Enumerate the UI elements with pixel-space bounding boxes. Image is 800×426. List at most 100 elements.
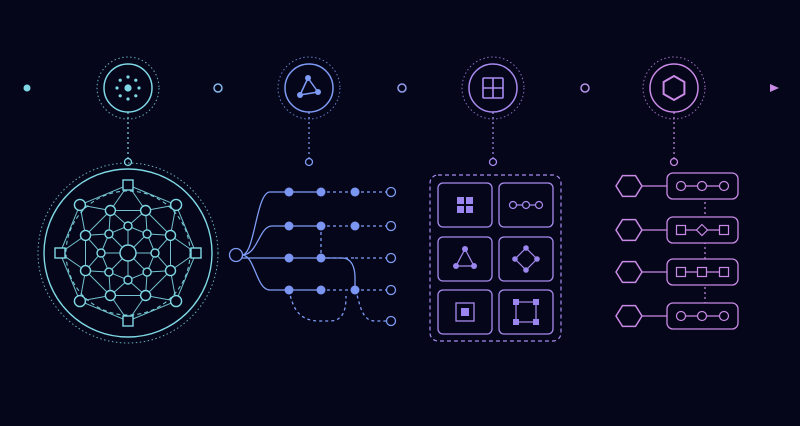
tree-leaf-node <box>385 186 397 198</box>
mesh-node <box>79 264 92 277</box>
hexagon-icon <box>615 218 643 242</box>
mesh-square-node <box>54 247 66 259</box>
circle-chain-icon <box>675 310 730 322</box>
triangle-graph-icon <box>453 246 477 269</box>
module-cell-frame <box>498 289 554 335</box>
mesh-node <box>139 289 152 302</box>
module-grid <box>429 174 562 342</box>
mesh-link <box>85 210 111 236</box>
stage-2-node <box>277 56 341 120</box>
mesh-node <box>73 294 87 308</box>
tree-leaf-node <box>385 315 397 327</box>
module-cell <box>437 182 493 228</box>
diamond-graph-icon <box>512 245 540 273</box>
mesh-link <box>79 300 129 322</box>
mesh-link <box>127 184 177 206</box>
tree-link <box>354 289 386 322</box>
mesh-node <box>139 204 152 217</box>
pipeline-row <box>615 258 739 286</box>
mesh-node <box>104 204 117 217</box>
mesh-network <box>37 162 219 344</box>
mesh-node <box>104 267 114 277</box>
module-cell-frame <box>437 236 493 282</box>
mesh-square-node <box>122 179 134 191</box>
tree-branch <box>241 191 289 256</box>
mesh-square-node <box>190 247 202 259</box>
tree-node <box>284 187 294 197</box>
tree-node <box>316 187 326 197</box>
timeline-waypoint <box>397 83 407 93</box>
hexagon-icon <box>615 174 643 198</box>
mesh-link <box>59 204 81 254</box>
square-diamond-chain-icon <box>675 223 730 237</box>
mesh-node <box>79 229 92 242</box>
mesh-link <box>145 270 171 296</box>
timeline-waypoint <box>213 83 223 93</box>
mesh-square-node <box>122 315 134 327</box>
tree-row <box>284 220 397 232</box>
tree-node <box>284 253 294 263</box>
module-cell <box>437 289 493 335</box>
hexagon-icon <box>615 260 643 284</box>
mesh-node <box>123 275 133 285</box>
tree-branch <box>241 254 289 291</box>
tree-node <box>350 187 360 197</box>
circle-chain-icon <box>675 180 730 192</box>
pipeline-row <box>615 302 739 330</box>
grid-2x2-icon <box>482 77 504 99</box>
mesh-node <box>104 289 117 302</box>
mesh-node <box>73 198 87 212</box>
tree-leaf-node <box>385 284 397 296</box>
tree-branch <box>241 225 289 256</box>
timeline-arrowhead-icon <box>770 84 779 92</box>
module-cell <box>498 182 554 228</box>
nested-square-icon <box>455 302 475 322</box>
tree-row <box>284 252 397 264</box>
mesh-node <box>123 221 133 231</box>
tree-leaf-node <box>385 252 397 264</box>
module-cell-frame <box>498 236 554 282</box>
mesh-link <box>85 270 111 296</box>
module-cell <box>437 236 493 282</box>
tree-row <box>284 284 397 296</box>
mesh-node <box>142 267 152 277</box>
hexagon-icon <box>662 74 686 102</box>
module-cell-frame <box>498 182 554 228</box>
tree-node <box>316 285 326 295</box>
tree-cross-links <box>288 226 397 327</box>
mesh-node <box>150 248 160 258</box>
dot-chain-icon <box>508 200 544 210</box>
stage-connectors <box>127 112 675 158</box>
mesh-link <box>175 204 197 254</box>
pipeline-row <box>615 172 739 200</box>
tree-node <box>350 221 360 231</box>
square-chain-icon <box>675 266 730 278</box>
mesh-link <box>59 252 81 302</box>
mesh-node <box>96 248 106 258</box>
tree-row <box>284 186 397 198</box>
square-graph-icon <box>513 299 539 325</box>
circle-of-dots-icon <box>115 75 141 101</box>
module-cell-frame <box>437 289 493 335</box>
module-cell <box>498 236 554 282</box>
module-grid-frame <box>429 174 562 342</box>
mesh-link <box>127 300 177 322</box>
tree-link <box>321 257 356 290</box>
four-squares-icon <box>457 197 473 213</box>
mesh-link <box>79 184 129 206</box>
timeline-start-dot <box>23 84 31 92</box>
mesh-node <box>164 264 177 277</box>
stage-1-node <box>96 56 160 120</box>
tree-root-node <box>228 247 244 263</box>
mesh-center-node <box>119 244 137 262</box>
mesh-link <box>175 252 197 302</box>
hexagon-icon <box>615 304 643 328</box>
timeline-waypoint <box>580 83 590 93</box>
connector-ends <box>123 157 679 167</box>
mesh-node <box>169 198 183 212</box>
mesh-node <box>104 229 114 239</box>
mesh-node <box>142 229 152 239</box>
hexagon-pipelines <box>615 172 739 330</box>
